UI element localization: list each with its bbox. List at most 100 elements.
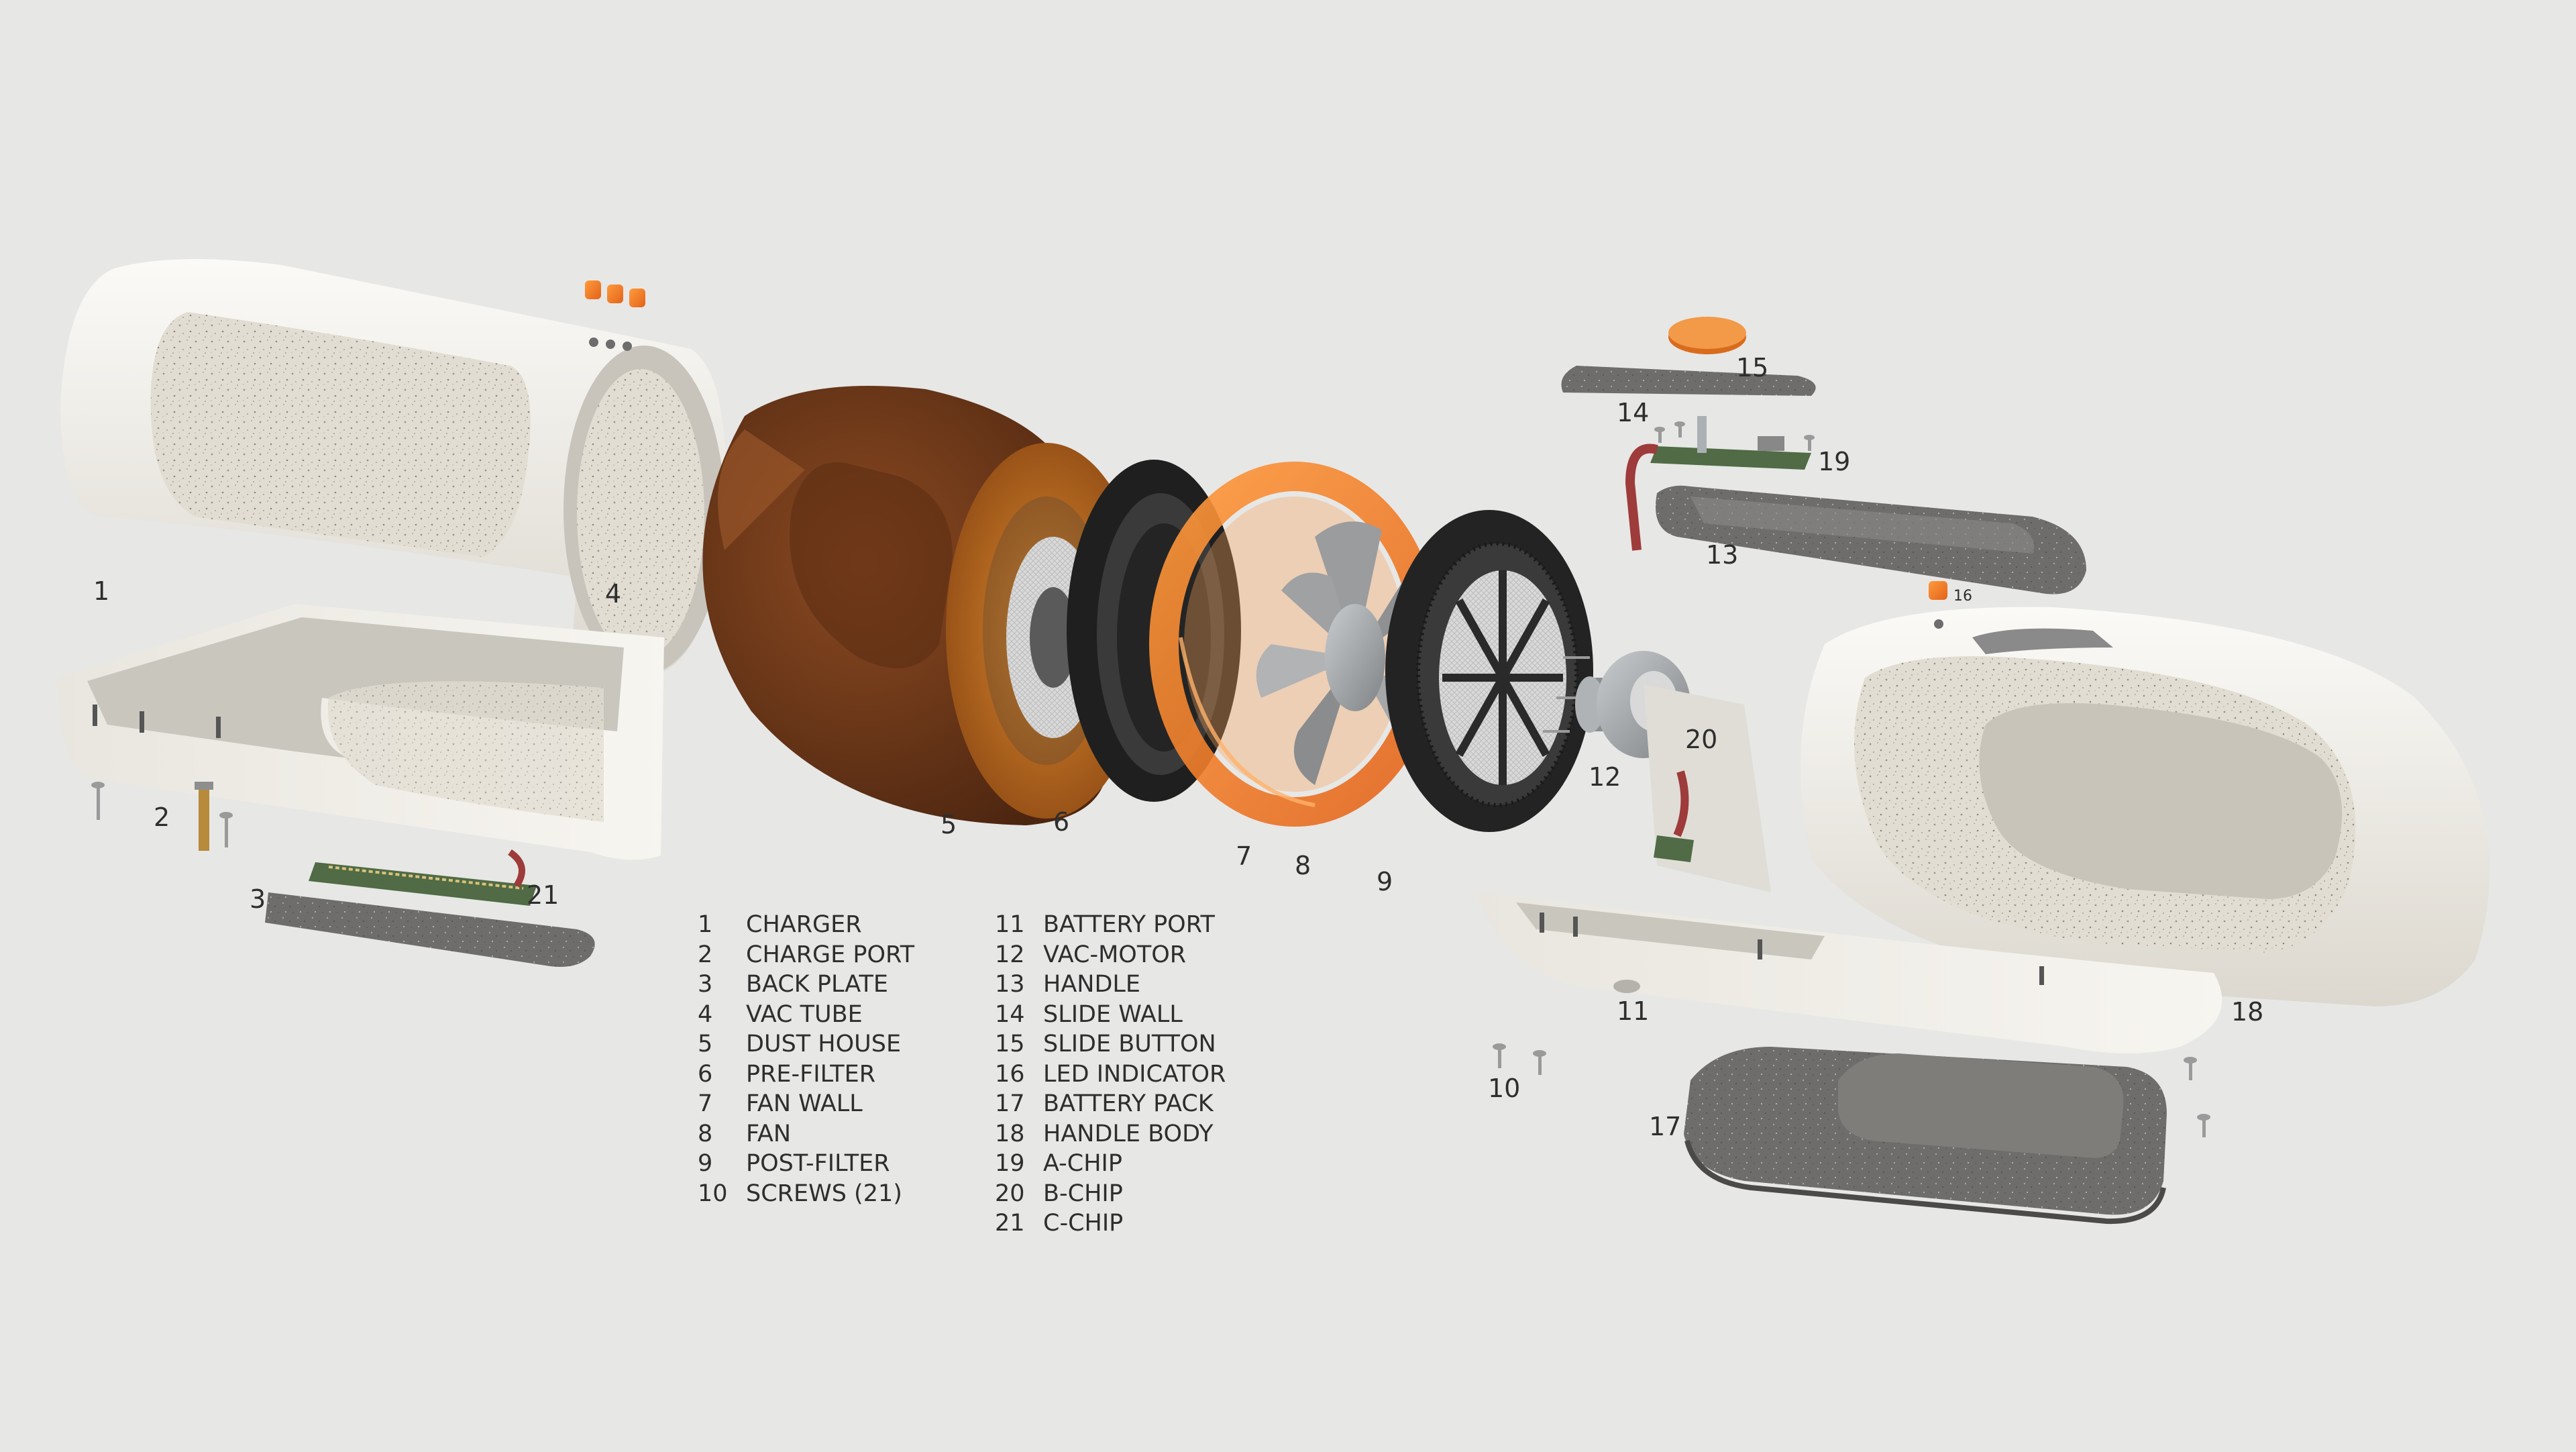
legend-number: 1 xyxy=(698,911,713,939)
charger-shell-part xyxy=(60,259,726,678)
legend-row: 1 CHARGER xyxy=(698,910,914,940)
legend-number: 7 xyxy=(698,1090,713,1118)
legend-row: 18 HANDLE BODY xyxy=(995,1119,1226,1149)
callout-9: 9 xyxy=(1377,867,1393,896)
slide-wall-part xyxy=(1561,366,1816,396)
legend-label: PRE-FILTER xyxy=(746,1060,876,1088)
a-chip-board xyxy=(1625,416,1811,551)
back-plate-part xyxy=(265,892,595,967)
legend-label: HANDLE xyxy=(1043,971,1141,998)
legend-label: SCREWS (21) xyxy=(746,1180,902,1207)
legend-number: 11 xyxy=(995,911,1025,939)
legend-label: BATTERY PORT xyxy=(1043,911,1215,939)
legend-number: 20 xyxy=(995,1180,1025,1207)
legend-label: SLIDE BUTTON xyxy=(1043,1031,1216,1058)
callout-20: 20 xyxy=(1685,725,1718,754)
legend-label: FAN WALL xyxy=(746,1090,863,1118)
legend-label: B-CHIP xyxy=(1043,1180,1123,1207)
legend-row: 21 C-CHIP xyxy=(995,1208,1226,1239)
handle-body-side xyxy=(1644,684,1771,892)
legend-number: 8 xyxy=(698,1120,713,1147)
legend-number: 6 xyxy=(698,1060,713,1088)
legend-label: POST-FILTER xyxy=(746,1150,890,1178)
screws-a-chip xyxy=(1654,421,1815,451)
legend-row: 6 PRE-FILTER xyxy=(698,1059,914,1090)
legend-label: CHARGE PORT xyxy=(746,941,915,968)
legend-label: C-CHIP xyxy=(1043,1210,1124,1237)
legend-row: 4 VAC TUBE xyxy=(698,1000,914,1030)
legend-label: FAN xyxy=(746,1120,792,1147)
legend-number: 13 xyxy=(995,971,1025,998)
legend-label: A-CHIP xyxy=(1043,1150,1122,1178)
handle-body-part xyxy=(1801,607,2490,1006)
legend-label: DUST HOUSE xyxy=(746,1031,902,1058)
legend-label: SLIDE WALL xyxy=(1043,1000,1183,1028)
c-chip-board xyxy=(309,849,537,906)
callout-16: 16 xyxy=(1953,588,1972,605)
legend-number: 15 xyxy=(995,1031,1025,1058)
legend-number: 19 xyxy=(995,1150,1025,1178)
battery-port-tray xyxy=(1476,892,2222,1053)
screws-left xyxy=(91,782,233,847)
charge-port-pin xyxy=(195,782,213,851)
legend-row: 2 CHARGE PORT xyxy=(698,940,914,970)
legend-label: LED INDICATOR xyxy=(1043,1060,1226,1088)
legend-label: HANDLE BODY xyxy=(1043,1120,1214,1147)
slide-button-part xyxy=(1668,317,1746,354)
callout-19: 19 xyxy=(1818,447,1851,476)
callout-7: 7 xyxy=(1236,841,1252,871)
legend-row: 5 DUST HOUSE xyxy=(698,1029,914,1059)
legend-number: 16 xyxy=(995,1060,1025,1088)
parts-legend-left: 1 CHARGER 2 CHARGE PORT 3 BACK PLATE 4 VAC TUBE… xyxy=(698,910,914,1208)
legend-number: 10 xyxy=(698,1180,728,1207)
battery-pack-part xyxy=(1684,1047,2167,1225)
charger-base-part xyxy=(57,604,664,860)
led-indicator-part xyxy=(1929,581,1947,600)
legend-label: BATTERY PACK xyxy=(1043,1090,1214,1118)
legend-row: 10 SCREWS (21) xyxy=(698,1179,914,1209)
callout-14: 14 xyxy=(1617,398,1650,427)
legend-number: 18 xyxy=(995,1120,1025,1147)
callout-6: 6 xyxy=(1053,807,1070,837)
callout-5: 5 xyxy=(941,810,957,839)
legend-row: 7 FAN WALL xyxy=(698,1089,914,1119)
legend-row: 16 LED INDICATOR xyxy=(995,1059,1226,1090)
fan-wall-part xyxy=(1149,462,1440,827)
b-chip-board xyxy=(1654,770,1694,862)
callout-10: 10 xyxy=(1488,1074,1521,1103)
legend-label: VAC-MOTOR xyxy=(1043,941,1187,968)
legend-number: 17 xyxy=(995,1090,1025,1118)
legend-number: 9 xyxy=(698,1150,713,1178)
callout-12: 12 xyxy=(1589,762,1621,792)
legend-row: 17 BATTERY PACK xyxy=(995,1089,1226,1119)
legend-label: VAC TUBE xyxy=(746,1000,863,1028)
legend-row: 11 BATTERY PORT xyxy=(995,910,1226,940)
legend-number: 3 xyxy=(698,971,713,998)
legend-label: BACK PLATE xyxy=(746,971,888,998)
legend-row: 13 HANDLE xyxy=(995,970,1226,1000)
callout-17: 17 xyxy=(1649,1112,1682,1141)
legend-number: 2 xyxy=(698,941,713,968)
callout-1: 1 xyxy=(93,576,110,606)
legend-number: 21 xyxy=(995,1210,1025,1237)
legend-row: 15 SLIDE BUTTON xyxy=(995,1029,1226,1059)
legend-row: 8 FAN xyxy=(698,1119,914,1149)
dust-house-part xyxy=(702,386,1147,825)
handle-part xyxy=(1656,485,2086,594)
callout-15: 15 xyxy=(1736,353,1769,382)
callout-13: 13 xyxy=(1706,540,1739,570)
legend-label: CHARGER xyxy=(746,911,862,939)
legend-row: 19 A-CHIP xyxy=(995,1149,1226,1179)
legend-row: 20 B-CHIP xyxy=(995,1179,1226,1209)
legend-number: 5 xyxy=(698,1031,713,1058)
legend-number: 4 xyxy=(698,1000,713,1028)
screws-right xyxy=(1493,1043,2210,1137)
callout-8: 8 xyxy=(1295,851,1311,880)
legend-row: 3 BACK PLATE xyxy=(698,970,914,1000)
callout-3: 3 xyxy=(250,884,266,914)
